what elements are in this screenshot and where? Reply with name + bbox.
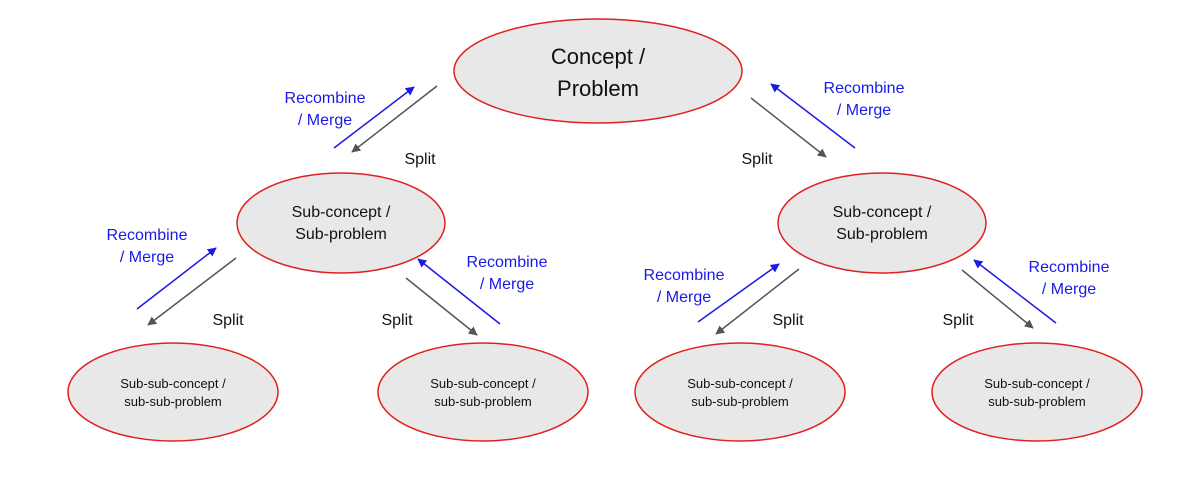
leaf-node-4-label-line2: sub-sub-problem: [988, 394, 1086, 409]
sub-node-left-ellipse: [236, 172, 446, 274]
leaf-node-1-ellipse: [67, 342, 279, 442]
merge-label-line2: / Merge: [1042, 281, 1096, 298]
sub-node-right-ellipse: [777, 172, 987, 274]
merge-label-line1: Recombine: [644, 267, 725, 284]
split-label: Split: [404, 151, 436, 168]
split-label: Split: [381, 312, 413, 329]
split-label: Split: [772, 312, 804, 329]
root-node-label-line2: Problem: [557, 76, 639, 101]
leaf-node-3-ellipse: [634, 342, 846, 442]
split-arrow: [750, 97, 827, 158]
merge-label-line1: Recombine: [824, 80, 905, 97]
leaf-node-4-ellipse: [931, 342, 1143, 442]
sub-node-right: Sub-concept / Sub-problem: [777, 172, 987, 274]
split-arrow: [147, 257, 237, 326]
split-arrow: [715, 268, 800, 335]
edge-sub-right-to-leaf-4: Split Recombine / Merge: [942, 259, 1109, 329]
leaf-node-3-label-line2: sub-sub-problem: [691, 394, 789, 409]
merge-label-line2: / Merge: [120, 249, 174, 266]
root-node-ellipse: [453, 18, 743, 124]
split-arrow: [405, 277, 478, 336]
merge-label-line1: Recombine: [285, 90, 366, 107]
sub-node-left-label-line2: Sub-problem: [295, 226, 387, 243]
leaf-node-2-label-line2: sub-sub-problem: [434, 394, 532, 409]
leaf-node-1-label-line2: sub-sub-problem: [124, 394, 222, 409]
merge-arrow: [697, 263, 780, 323]
sub-node-left-label-line1: Sub-concept /: [292, 204, 391, 221]
split-label: Split: [942, 312, 974, 329]
merge-arrow: [136, 247, 217, 310]
edge-root-to-sub-left: Split Recombine / Merge: [285, 85, 438, 168]
leaf-node-3-label-line1: Sub-sub-concept /: [687, 376, 793, 391]
sub-node-left: Sub-concept / Sub-problem: [236, 172, 446, 274]
edge-sub-left-to-leaf-1: Split Recombine / Merge: [107, 227, 245, 329]
sub-node-right-label-line1: Sub-concept /: [833, 204, 932, 221]
leaf-node-2-ellipse: [377, 342, 589, 442]
root-node: Concept / Problem: [453, 18, 743, 124]
merge-label-line2: / Merge: [480, 276, 534, 293]
root-node-label-line1: Concept /: [551, 44, 646, 69]
edge-root-to-sub-right: Split Recombine / Merge: [741, 80, 904, 168]
edge-sub-left-to-leaf-2: Split Recombine / Merge: [381, 254, 548, 336]
split-arrow: [351, 85, 438, 153]
edge-sub-right-to-leaf-3: Split Recombine / Merge: [644, 263, 804, 335]
split-label: Split: [741, 151, 773, 168]
leaf-node-1-label-line1: Sub-sub-concept /: [120, 376, 226, 391]
merge-arrow: [417, 258, 501, 325]
merge-arrow: [333, 86, 415, 149]
leaf-node-2: Sub-sub-concept / sub-sub-problem: [377, 342, 589, 442]
merge-label-line2: / Merge: [657, 289, 711, 306]
merge-label-line1: Recombine: [107, 227, 188, 244]
leaf-node-3: Sub-sub-concept / sub-sub-problem: [634, 342, 846, 442]
leaf-node-1: Sub-sub-concept / sub-sub-problem: [67, 342, 279, 442]
merge-label-line2: / Merge: [298, 112, 352, 129]
merge-arrow: [973, 259, 1057, 324]
merge-label-line2: / Merge: [837, 102, 891, 119]
merge-label-line1: Recombine: [1029, 259, 1110, 276]
split-label: Split: [212, 312, 244, 329]
leaf-node-4-label-line1: Sub-sub-concept /: [984, 376, 1090, 391]
merge-label-line1: Recombine: [467, 254, 548, 271]
split-arrow: [961, 269, 1034, 329]
merge-arrow: [770, 83, 856, 149]
sub-node-right-label-line2: Sub-problem: [836, 226, 928, 243]
leaf-node-2-label-line1: Sub-sub-concept /: [430, 376, 536, 391]
leaf-node-4: Sub-sub-concept / sub-sub-problem: [931, 342, 1143, 442]
